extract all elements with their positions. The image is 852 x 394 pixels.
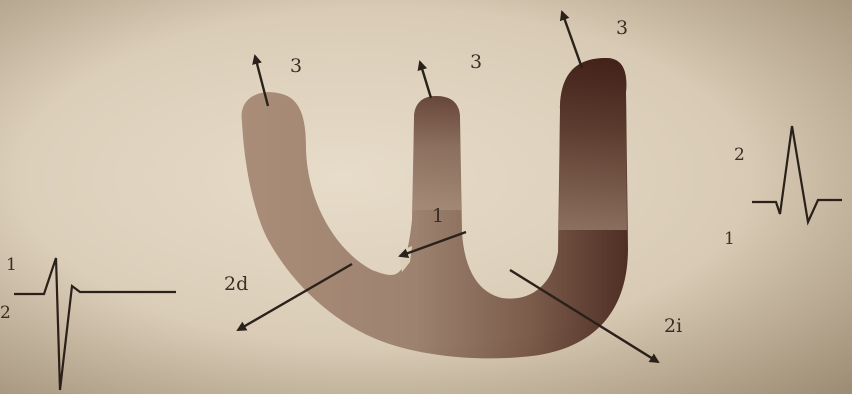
right-wall-top-shading <box>559 58 627 230</box>
septum-top-shading <box>413 96 461 210</box>
ecg-waveform-right <box>752 126 842 222</box>
arrow-3-middle <box>420 62 431 98</box>
ecg-left-label-1: 1 <box>6 255 17 275</box>
ecg-right-label-2: 2 <box>734 145 745 165</box>
ecg-trace-left: 1 2 <box>0 255 176 390</box>
ecg-left-label-2: 2 <box>0 303 11 323</box>
ecg-waveform-left <box>14 258 176 390</box>
label-2i: 2i <box>664 315 682 337</box>
label-3-left: 3 <box>290 55 302 77</box>
ecg-right-label-1: 1 <box>724 229 735 249</box>
ecg-trace-right: 2 1 <box>724 126 842 249</box>
label-3-right: 3 <box>616 17 628 39</box>
label-2d: 2d <box>224 273 248 295</box>
label-3-middle: 3 <box>470 51 482 73</box>
arrow-3-right <box>562 12 582 68</box>
label-1: 1 <box>432 205 444 227</box>
